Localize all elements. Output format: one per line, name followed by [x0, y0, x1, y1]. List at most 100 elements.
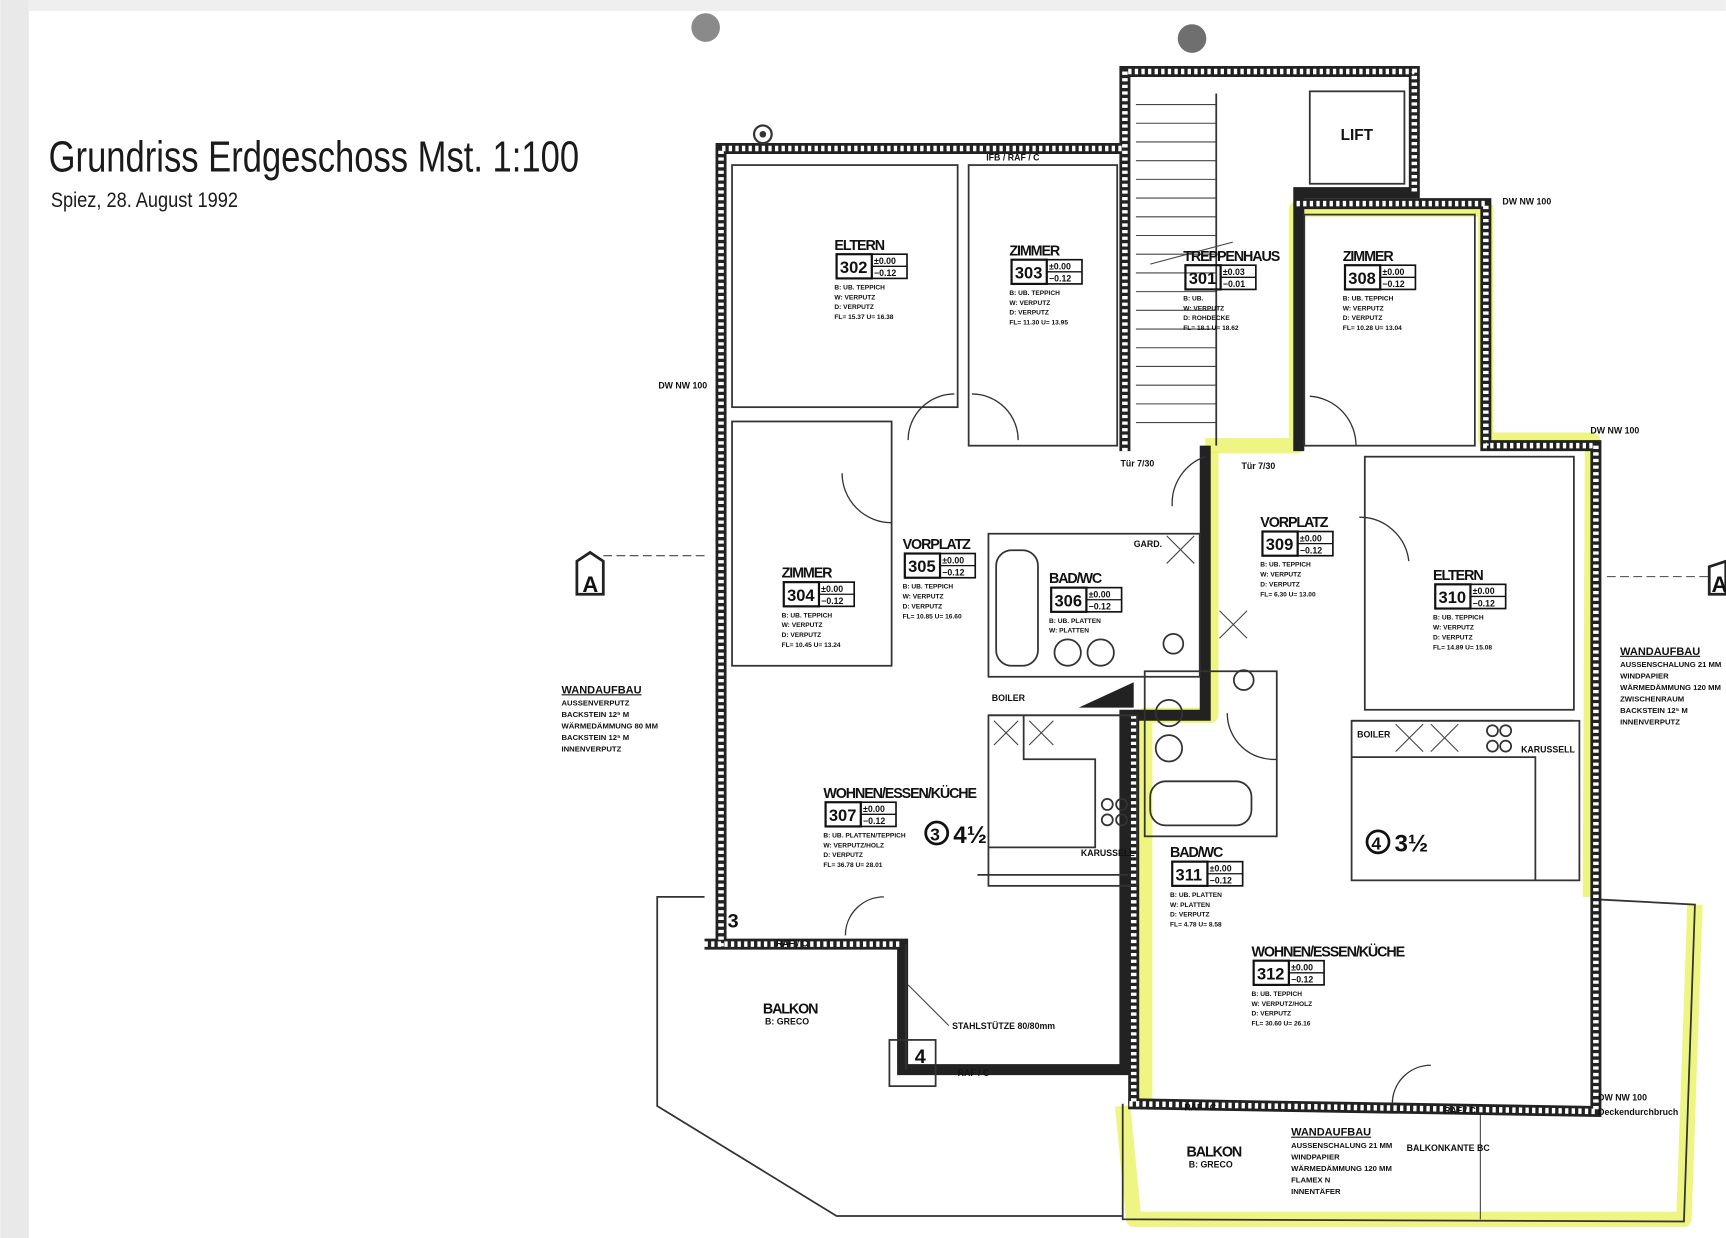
room-spec-line: W: PLATTEN: [1170, 902, 1210, 909]
room-level-bottom: −0.12: [1291, 975, 1313, 985]
wall-note-heading: WANDAUFBAU: [1620, 646, 1700, 658]
room-number: 309: [1266, 536, 1294, 554]
fixtures: [977, 535, 1574, 881]
room-level-top: ±0.00: [1382, 267, 1404, 277]
room-spec-line: FL= 10.85 U= 16.60: [903, 613, 962, 620]
scan-left-edge: [0, 0, 29, 1238]
toilet-icon: [1162, 632, 1185, 655]
window-label: RAF / C: [1184, 1102, 1216, 1112]
room-spec-line: FL= 18.1 U= 18.62: [1183, 325, 1239, 332]
balcony-label: BALKON: [1187, 1145, 1242, 1161]
balcony-right-outline: [1121, 898, 1696, 1223]
room-level-top: ±0.00: [874, 256, 896, 266]
room-spec-line: B: UB. TEPPICH: [1433, 615, 1484, 622]
room-spec-line: B: UB. TEPPICH: [834, 284, 885, 291]
room-number: 308: [1348, 270, 1376, 288]
bathtub-icon: [1149, 780, 1253, 827]
room-level-bottom: −0.12: [1089, 602, 1111, 612]
room-level-top: ±0.00: [1049, 262, 1071, 272]
scan-top-edge: [28, 0, 1726, 12]
stove-icon: [1100, 798, 1114, 811]
room-level-top: ±0.00: [1089, 590, 1111, 600]
room-number: 311: [1176, 866, 1203, 884]
section-marker-right: A: [1606, 559, 1726, 597]
room-spec-line: B: UB. PLATTEN: [1049, 618, 1101, 625]
svg-text:A: A: [1711, 572, 1726, 597]
room-name: BAD/WC: [1049, 571, 1102, 587]
room-spec-line: D: VERPUTZ: [1433, 634, 1473, 641]
balcony-floor-label: B: GRECO: [1189, 1160, 1233, 1170]
plan-date: Spiez, 28. August 1992: [51, 189, 238, 212]
room-spec-line: W: VERPUTZ: [1433, 624, 1474, 631]
room-spec-line: B: UB. TEPPICH: [903, 584, 954, 591]
wall-note-line: WINDPAPIER: [1291, 1152, 1340, 1161]
room-spec-line: D: VERPUTZ: [1343, 315, 1383, 322]
room-spec-line: FL= 36.78 U= 28.01: [823, 862, 882, 869]
room-number: 310: [1439, 589, 1467, 607]
svg-text:4½: 4½: [953, 822, 987, 849]
room-level-top: ±0.00: [1300, 533, 1322, 543]
wall-note-line: BACKSTEIN 12⁵ M: [561, 733, 629, 742]
room-spec-line: B: UB. PLATTEN/TEPPICH: [823, 832, 906, 839]
room-spec-line: FL= 6.30 U= 13.00: [1260, 591, 1316, 598]
room-spec-line: D: ROHDECKE: [1183, 315, 1230, 322]
svg-text:3: 3: [930, 825, 940, 845]
balcony-floor-label: B: GRECO: [765, 1017, 809, 1027]
room-spec-line: B: UB. TEPPICH: [782, 612, 833, 619]
apartment-4-marker: 4 3½: [1365, 829, 1429, 858]
room-level-bottom: −0.12: [942, 568, 964, 578]
svg-text:3½: 3½: [1395, 831, 1429, 858]
room-name: ELTERN: [834, 238, 884, 254]
wall-note-line: INNENVERPUTZ: [1620, 718, 1680, 727]
room-level-bottom: −0.01: [1223, 279, 1245, 289]
wall-note-line: WINDPAPIER: [1620, 671, 1669, 680]
room-level-top: ±0.00: [821, 584, 843, 594]
room-spec-line: D: VERPUTZ: [834, 304, 874, 311]
boiler-label: BOILER: [1357, 729, 1391, 739]
svg-text:4: 4: [1371, 834, 1381, 854]
room-spec-line: W: VERPUTZ: [1343, 305, 1384, 312]
room-level-top: ±0.00: [1473, 586, 1495, 596]
wall-note-line: AUSSENVERPUTZ: [561, 698, 629, 707]
room-spec-line: W: VERPUTZ/HOLZ: [823, 842, 884, 849]
stair-void: [1078, 682, 1134, 708]
room-spec-line: FL= 10.28 U= 13.04: [1343, 325, 1402, 332]
bathtub-icon: [995, 549, 1039, 667]
sink-icon: [1053, 638, 1082, 667]
room-spec-line: W: VERPUTZ/HOLZ: [1251, 1001, 1312, 1008]
room-name: WOHNEN/ESSEN/KÜCHE: [823, 785, 976, 802]
room-level-bottom: −0.12: [874, 268, 896, 278]
room-number: 301: [1189, 270, 1217, 288]
room-number: 303: [1015, 264, 1043, 282]
room-level-bottom: −0.12: [821, 596, 843, 606]
north-marker-icon: [752, 124, 773, 145]
window-label: IFB / RAF / C: [986, 153, 1040, 163]
stove-icon: [1486, 724, 1499, 738]
room-spec-line: W: VERPUTZ: [1009, 300, 1050, 307]
room-spec-line: FL= 10.45 U= 13.24: [782, 642, 841, 649]
section-marker-left: A: [575, 550, 705, 597]
window-label: RAF / C: [958, 1068, 990, 1078]
wall-note-line: AUSSENSCHALUNG 21 MM: [1291, 1141, 1392, 1150]
ceiling-opening-label: Deckendurchbruch: [1598, 1107, 1678, 1117]
wall-note-line: ZWISCHENRAUM: [1620, 695, 1684, 704]
room-name: ZIMMER: [782, 566, 834, 582]
room-spec-line: FL= 4.78 U= 8.58: [1170, 922, 1222, 929]
room-spec-line: B: UB. TEPPICH: [1260, 562, 1311, 569]
room-spec-line: B: UB. TEPPICH: [1343, 295, 1394, 302]
axis-3-marker: 3: [728, 911, 739, 933]
room-spec-line: W: PLATTEN: [1049, 628, 1089, 635]
doors: [841, 393, 1431, 1104]
room-spec-line: D: VERPUTZ: [1260, 582, 1300, 589]
